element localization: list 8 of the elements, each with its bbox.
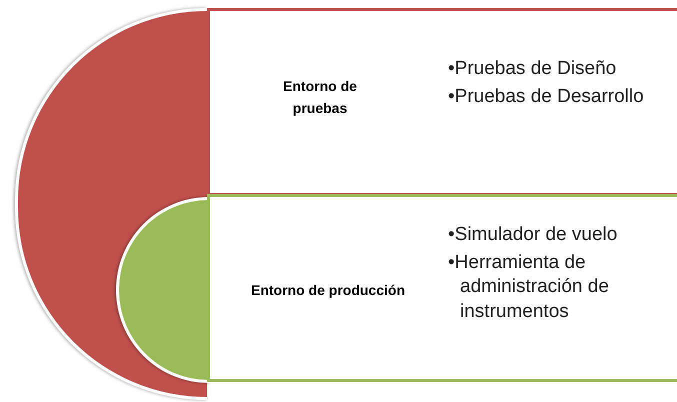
bullet-item: •Pruebas de Desarrollo bbox=[448, 84, 645, 109]
section-heading: Entorno de producción bbox=[250, 281, 406, 300]
bullet-item: •Herramienta de administración de instrumentos bbox=[448, 250, 610, 324]
content-panel bbox=[207, 194, 677, 382]
bullet-item: •Pruebas de Diseño bbox=[448, 57, 618, 81]
bullet-item: •Simulador de vuelo bbox=[448, 223, 618, 247]
content-panel bbox=[207, 8, 677, 196]
section-heading: Entorno de pruebas bbox=[282, 77, 358, 118]
